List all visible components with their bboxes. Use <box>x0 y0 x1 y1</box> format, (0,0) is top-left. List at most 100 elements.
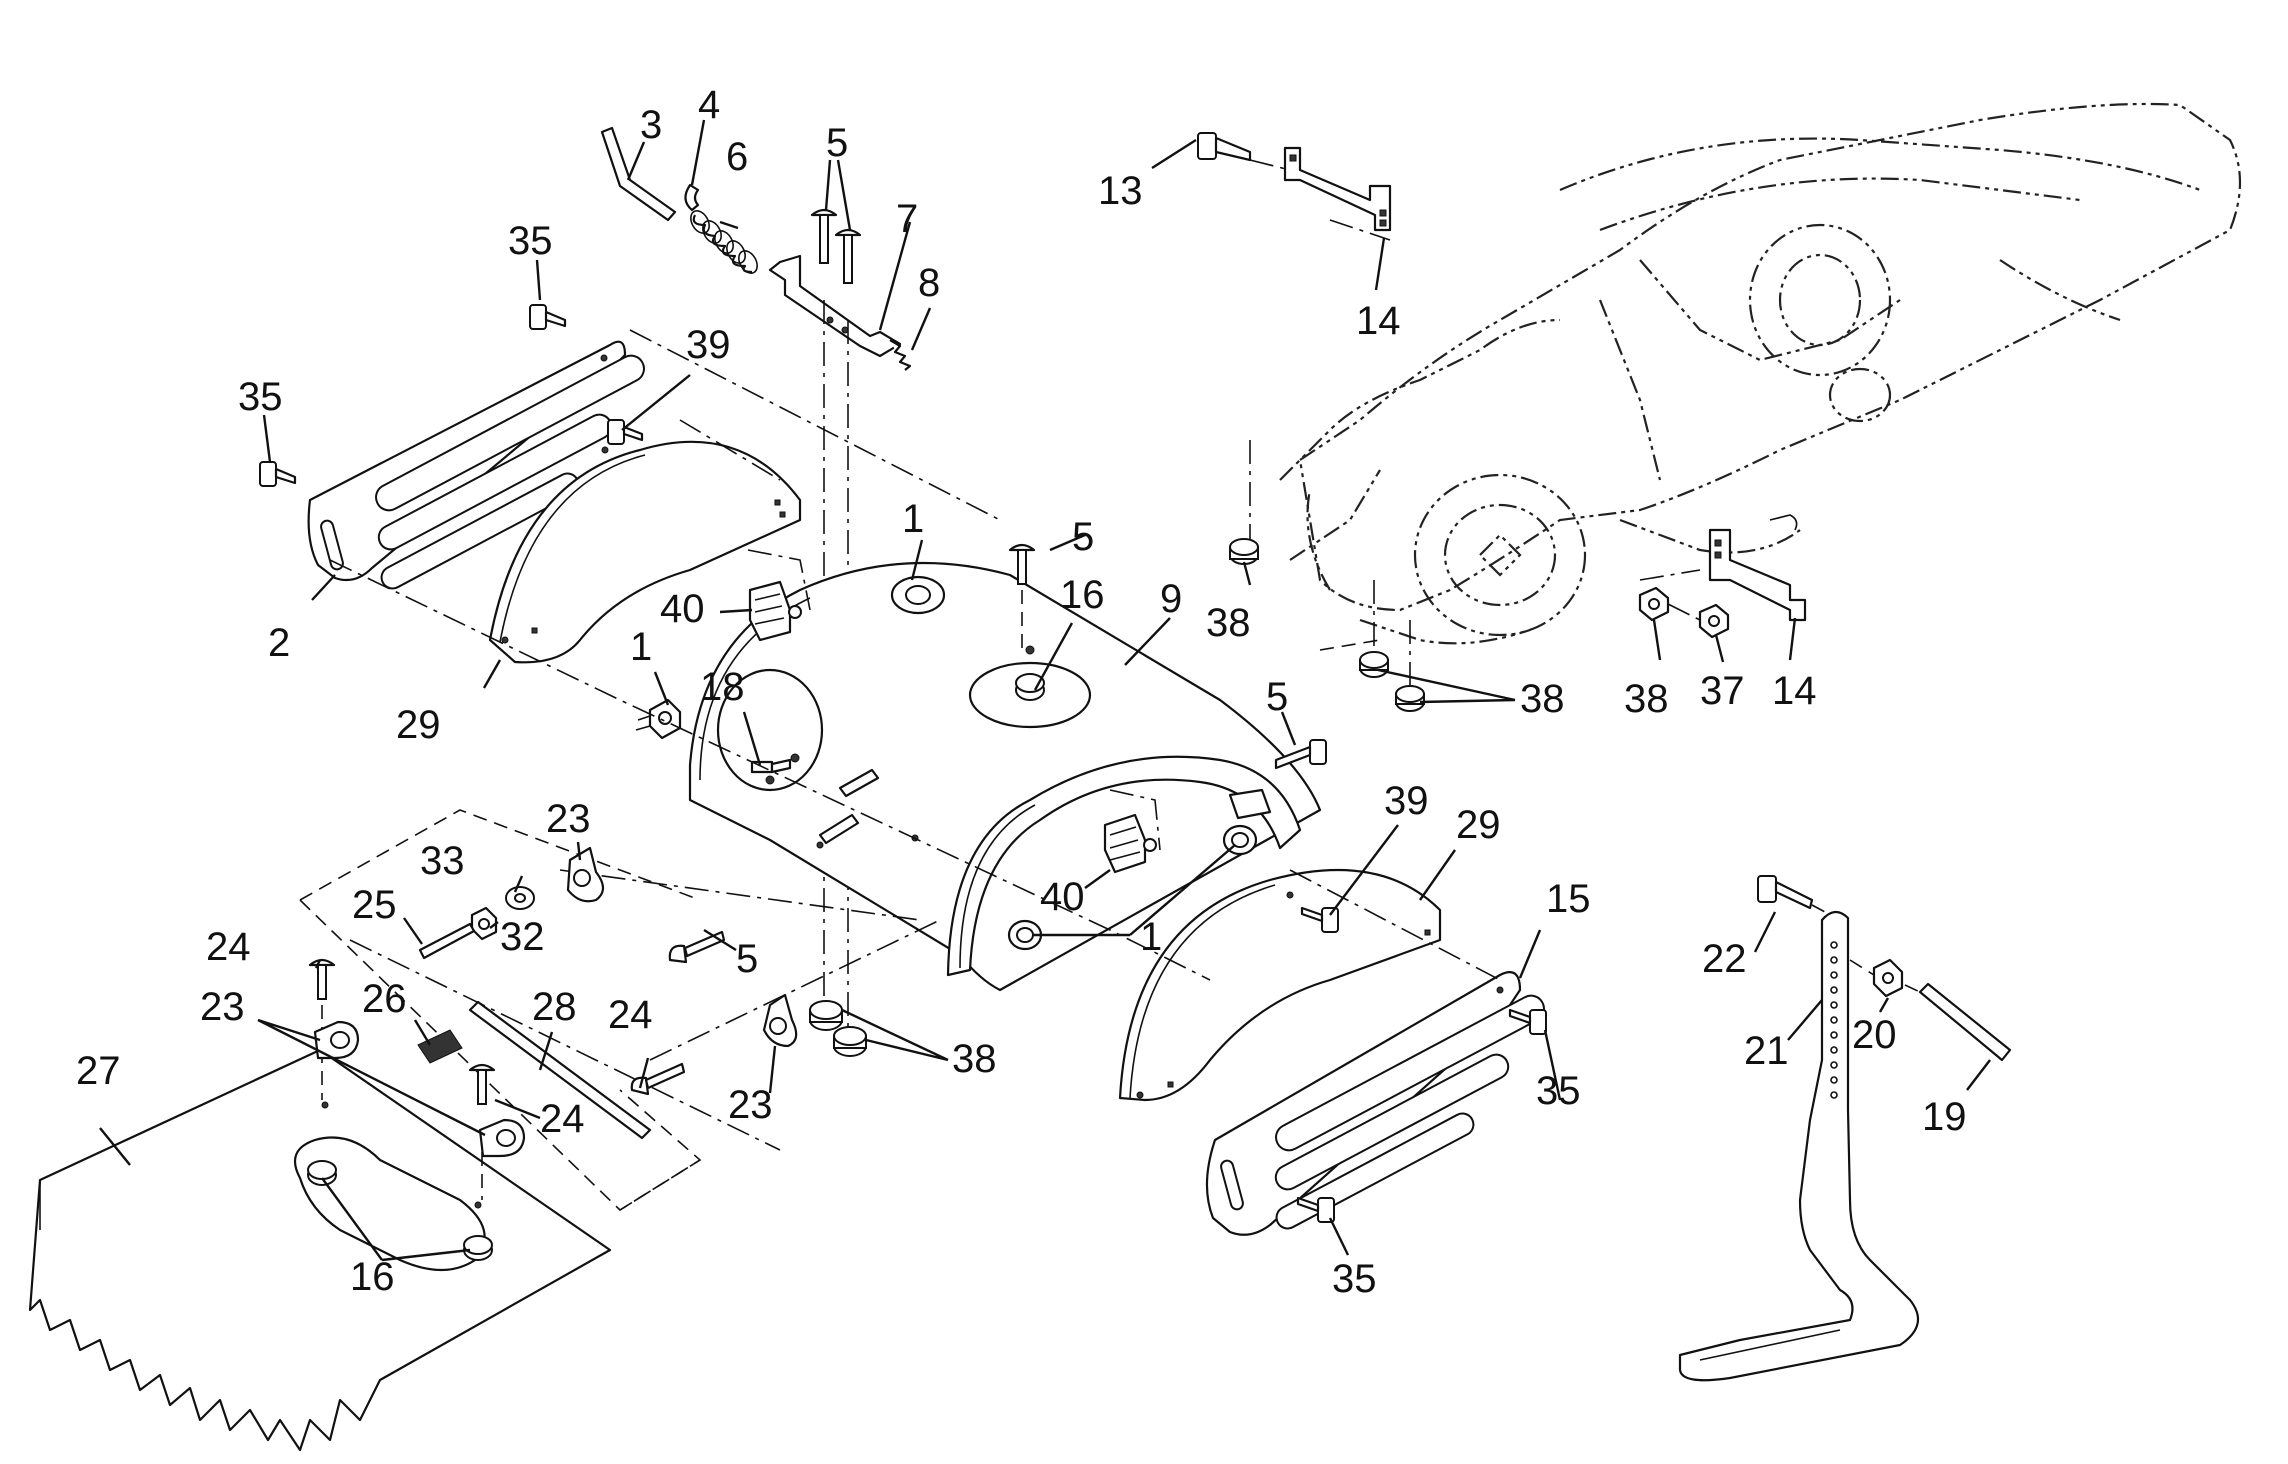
plate-26 <box>417 1029 463 1064</box>
callout-38-upper: 38 <box>1206 601 1251 645</box>
tine-hood <box>688 561 1322 992</box>
carriage-bolt-5a <box>810 208 838 264</box>
depth-bar <box>1678 910 1920 1382</box>
callout-28: 28 <box>532 985 577 1029</box>
callout-24-lower: 24 <box>540 1097 585 1141</box>
bolt-5-right <box>1274 739 1327 770</box>
callout-16-flap: 16 <box>350 1255 395 1299</box>
callout-40-right: 40 <box>1040 875 1085 919</box>
callout-40-left: 40 <box>660 587 705 631</box>
callout-5-right: 5 <box>1266 675 1288 719</box>
callout-labels: 1 1 1 2 3 4 5 5 5 5 5 6 7 8 9 13 14 14 1… <box>76 83 1967 1301</box>
callout-15: 15 <box>1546 877 1591 921</box>
callout-8: 8 <box>918 261 940 305</box>
clamp-23-middle <box>762 993 798 1048</box>
callout-22: 22 <box>1702 937 1747 981</box>
washer-33 <box>505 886 535 910</box>
callout-38-right: 38 <box>1624 677 1669 721</box>
callout-35-upper-left: 35 <box>508 219 553 263</box>
rod-28 <box>468 1000 652 1140</box>
flap-assembly-outline <box>299 809 941 1212</box>
bolt-24-upper <box>308 958 336 1000</box>
leader-lines <box>99 119 1991 1262</box>
callout-5-top: 5 <box>826 121 848 165</box>
bolt-39-right <box>1300 906 1339 933</box>
clip-4 <box>684 183 700 212</box>
callout-18: 18 <box>700 665 745 709</box>
bolt-13 <box>1197 132 1252 162</box>
callout-39-right: 39 <box>1384 779 1429 823</box>
nut-38-upper <box>1229 538 1259 565</box>
callout-14-upper: 14 <box>1356 299 1401 343</box>
callout-1-top: 1 <box>902 497 924 541</box>
bolt-24-lower <box>468 1063 496 1105</box>
latch-40-left <box>748 580 802 642</box>
transmission-housing-outline <box>1279 102 2242 645</box>
clamp-23-lower-left <box>313 1020 360 1060</box>
callout-14-lower: 14 <box>1772 669 1817 713</box>
callout-13: 13 <box>1098 169 1143 213</box>
mounting-bracket-upper <box>1283 146 1392 232</box>
callout-5-lower: 5 <box>736 937 758 981</box>
nut-38-bottom-b <box>833 1026 867 1057</box>
callout-20: 20 <box>1852 1013 1897 1057</box>
spring-6 <box>690 210 758 274</box>
mounting-bracket-lower <box>1708 528 1807 622</box>
callout-9: 9 <box>1160 577 1182 621</box>
carriage-bolt-18 <box>750 758 792 774</box>
nut-38-right <box>1638 586 1670 622</box>
carriage-bolt-5-hood <box>1008 543 1036 585</box>
callout-37: 37 <box>1700 669 1745 713</box>
callout-7: 7 <box>896 197 918 241</box>
callout-24-upper: 24 <box>206 925 251 969</box>
callout-21: 21 <box>1744 1029 1789 1073</box>
callout-6: 6 <box>726 135 748 179</box>
callout-4: 4 <box>698 83 720 127</box>
callout-39-left: 39 <box>686 323 731 367</box>
clamp-23-lower <box>478 1118 526 1158</box>
latch-40-right <box>1103 813 1157 874</box>
callout-1-left: 1 <box>630 625 652 669</box>
callout-1-right: 1 <box>1140 915 1162 959</box>
rivet-rod-b <box>818 813 860 845</box>
latch-bracket-7 <box>768 254 902 358</box>
callout-26: 26 <box>362 977 407 1021</box>
callout-16-hood: 16 <box>1060 573 1105 617</box>
bolt-35-lower-right <box>1296 1196 1335 1223</box>
bolt-22 <box>1757 875 1814 910</box>
nut-1-left <box>635 698 682 740</box>
side-plate-right <box>1205 971 1545 1236</box>
nut-38-bottom-a <box>809 1000 843 1031</box>
inner-bracket-right <box>1228 788 1272 820</box>
carriage-bolt-5b <box>834 228 862 284</box>
bolt-5-lower <box>668 930 726 964</box>
callout-29-left: 29 <box>396 703 441 747</box>
callout-33: 33 <box>420 839 465 883</box>
callout-35-lower-right: 35 <box>1332 1257 1377 1301</box>
callout-38-lower: 38 <box>1520 677 1565 721</box>
pin-3 <box>600 126 677 222</box>
callout-3: 3 <box>640 103 662 147</box>
hood-shell-right <box>946 755 1302 977</box>
callout-23-left: 23 <box>200 985 245 1029</box>
callout-38-bottom: 38 <box>952 1037 997 1081</box>
callout-23-upper: 23 <box>546 797 591 841</box>
spring-8 <box>889 339 912 371</box>
bolt-39-left <box>607 419 644 445</box>
bolt-35-upper-right <box>1508 1008 1547 1035</box>
callout-5-hood: 5 <box>1072 515 1094 559</box>
nut-20 <box>1872 958 1904 998</box>
side-plate-left <box>307 340 645 590</box>
tine-flap <box>28 1048 612 1452</box>
curved-side-panel-right <box>1118 868 1442 1102</box>
curved-side-panel-left <box>488 440 802 664</box>
nut-37 <box>1698 603 1730 639</box>
nut-38-lower-b <box>1395 685 1425 712</box>
clamp-23-upper <box>566 846 605 903</box>
pin-19 <box>1918 982 2012 1062</box>
callout-24-middle: 24 <box>608 993 653 1037</box>
bolt-35-lower-left <box>259 461 297 487</box>
callout-23-middle: 23 <box>728 1083 773 1127</box>
rivet-rod-a <box>838 768 880 798</box>
